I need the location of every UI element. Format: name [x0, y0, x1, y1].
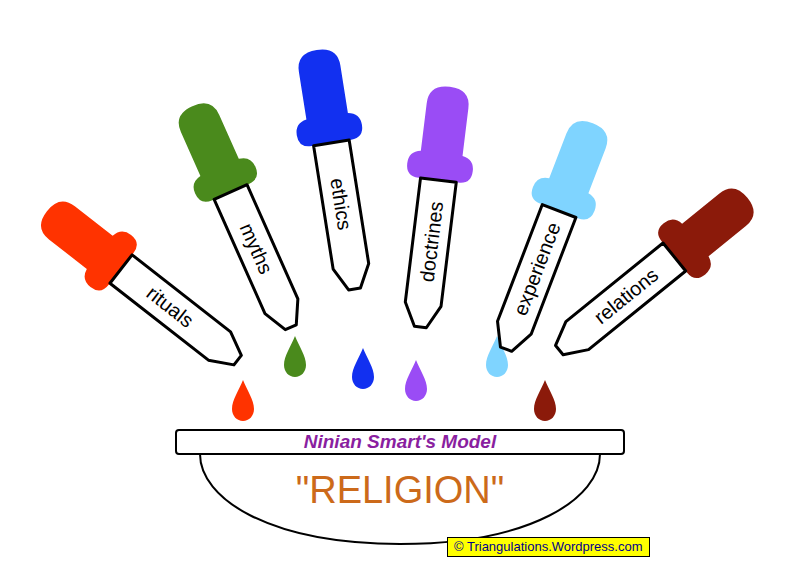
watermark: © Triangulations.Wordpress.com: [447, 537, 650, 557]
drop: [534, 380, 556, 421]
drop: [232, 380, 254, 421]
dropper: ethics: [282, 42, 390, 298]
dropper-tube: [548, 243, 686, 364]
dropper-tube: [214, 185, 307, 335]
dropper-bulb: [406, 83, 483, 184]
dropper-shape: [282, 42, 390, 298]
drop: [405, 360, 427, 401]
dropper-tube: [314, 140, 373, 292]
bowl: Ninian Smart's Model "RELIGION": [172, 428, 628, 550]
dropper-tube: [110, 255, 249, 374]
bowl-label: "RELIGION": [172, 468, 628, 512]
dropper-tube: [402, 178, 456, 329]
drop: [284, 336, 306, 377]
dropper-bulb: [284, 45, 364, 148]
dropper: doctrines: [385, 80, 485, 335]
model-title: Ninian Smart's Model: [172, 430, 628, 454]
drop: [352, 348, 374, 389]
